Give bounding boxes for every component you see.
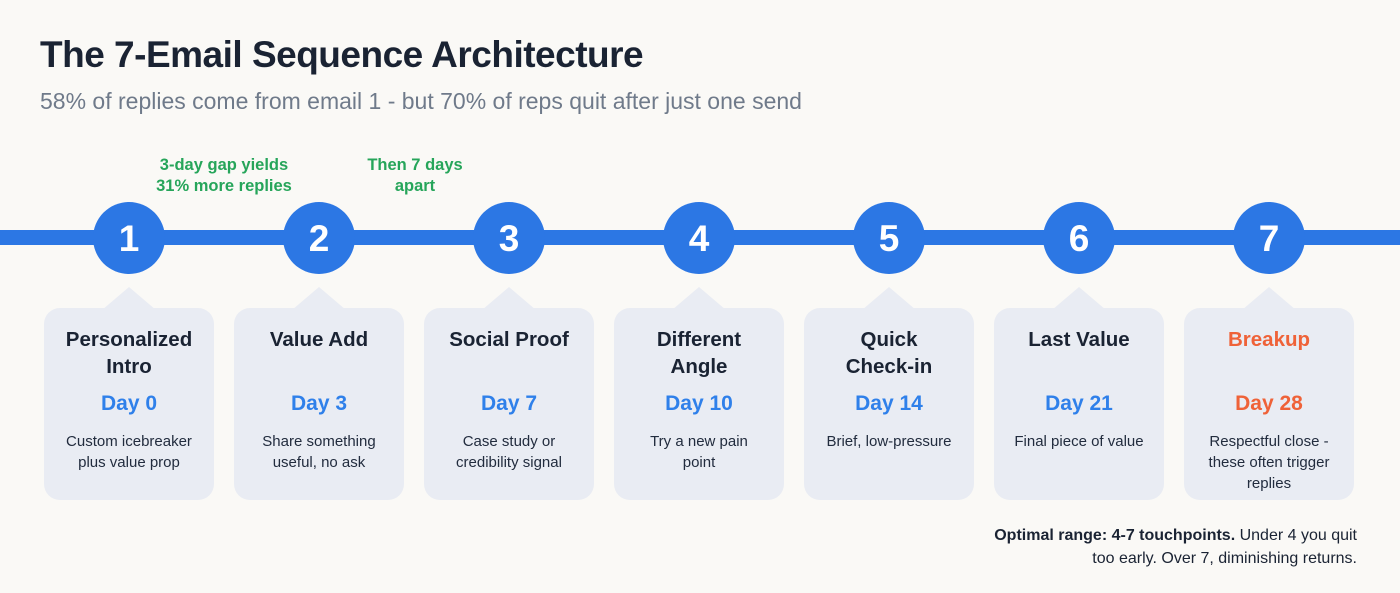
step-title: Personalized Intro xyxy=(65,328,193,378)
step-title: Different Angle xyxy=(656,328,742,378)
step-circle-1: 1 xyxy=(93,202,165,274)
step-description: Brief, low-pressure xyxy=(826,433,952,450)
step-description: Share something useful, no ask xyxy=(262,433,376,471)
timeline-step-3: 3 Social Proof Day 7 Case study or credi… xyxy=(424,202,594,500)
step-number: 3 xyxy=(498,217,520,259)
timeline-step-6: 6 Last Value Day 21 Final piece of value xyxy=(994,202,1164,500)
step-card-breakup: Breakup Day 28 Respectful close - these … xyxy=(1184,308,1354,500)
step-description: Custom icebreaker plus value prop xyxy=(66,433,192,471)
step-title: Breakup xyxy=(1227,328,1311,351)
step-circle-4: 4 xyxy=(663,202,735,274)
gap-annotation-3-day: 3-day gap yields 31% more replies xyxy=(156,156,292,195)
step-number: 6 xyxy=(1068,217,1090,259)
timeline-step-7: 7 Breakup Day 28 Respectful close - thes… xyxy=(1184,202,1354,500)
step-circle-6: 6 xyxy=(1043,202,1115,274)
step-description: Final piece of value xyxy=(1014,433,1144,450)
footer-note-regular: Under 4 you quit too early. Over 7, dimi… xyxy=(1092,527,1357,567)
step-description: Try a new pain point xyxy=(650,433,748,471)
timeline-steps: 1 Personalized Intro Day 0 Custom icebre… xyxy=(44,202,1354,500)
step-day: Day 0 xyxy=(100,392,158,415)
step-card-last-value: Last Value Day 21 Final piece of value xyxy=(994,308,1164,500)
step-day: Day 21 xyxy=(1045,392,1113,415)
step-card-personalized-intro: Personalized Intro Day 0 Custom icebreak… xyxy=(44,308,214,500)
step-day: Day 10 xyxy=(665,392,733,415)
page-title: The 7-Email Sequence Architecture xyxy=(40,34,644,75)
step-number: 5 xyxy=(878,217,900,259)
step-circle-2: 2 xyxy=(283,202,355,274)
step-description: Respectful close - these often trigger r… xyxy=(1208,433,1330,492)
step-circle-5: 5 xyxy=(853,202,925,274)
footer-note: Optimal range: 4-7 touchpoints. Under 4 … xyxy=(987,524,1357,570)
timeline-step-5: 5 Quick Check-in Day 14 Brief, low-press… xyxy=(804,202,974,500)
footer-note-bold: Optimal range: 4-7 touchpoints. xyxy=(994,527,1236,544)
step-card-different-angle: Different Angle Day 10 Try a new pain po… xyxy=(614,308,784,500)
gap-annotation-7-day: Then 7 days apart xyxy=(367,156,463,195)
timeline-step-4: 4 Different Angle Day 10 Try a new pain … xyxy=(614,202,784,500)
page-subtitle: 58% of replies come from email 1 - but 7… xyxy=(40,88,802,114)
step-title: Value Add xyxy=(269,328,369,351)
timeline-step-2: 2 Value Add Day 3 Share something useful… xyxy=(234,202,404,500)
step-number: 7 xyxy=(1258,217,1280,259)
step-circle-3: 3 xyxy=(473,202,545,274)
step-day: Day 28 xyxy=(1235,392,1303,415)
step-description: Case study or credibility signal xyxy=(456,433,562,471)
step-day: Day 7 xyxy=(480,392,538,415)
step-card-value-add: Value Add Day 3 Share something useful, … xyxy=(234,308,404,500)
step-card-quick-check-in: Quick Check-in Day 14 Brief, low-pressur… xyxy=(804,308,974,500)
step-number: 2 xyxy=(308,217,330,259)
step-circle-7: 7 xyxy=(1233,202,1305,274)
step-number: 4 xyxy=(688,217,710,259)
step-day: Day 14 xyxy=(855,392,923,415)
step-title: Quick Check-in xyxy=(845,328,933,378)
timeline-step-1: 1 Personalized Intro Day 0 Custom icebre… xyxy=(44,202,214,500)
step-title: Last Value xyxy=(1028,328,1130,351)
step-day: Day 3 xyxy=(290,392,348,415)
step-card-social-proof: Social Proof Day 7 Case study or credibi… xyxy=(424,308,594,500)
step-title: Social Proof xyxy=(449,328,569,351)
step-number: 1 xyxy=(118,217,140,259)
